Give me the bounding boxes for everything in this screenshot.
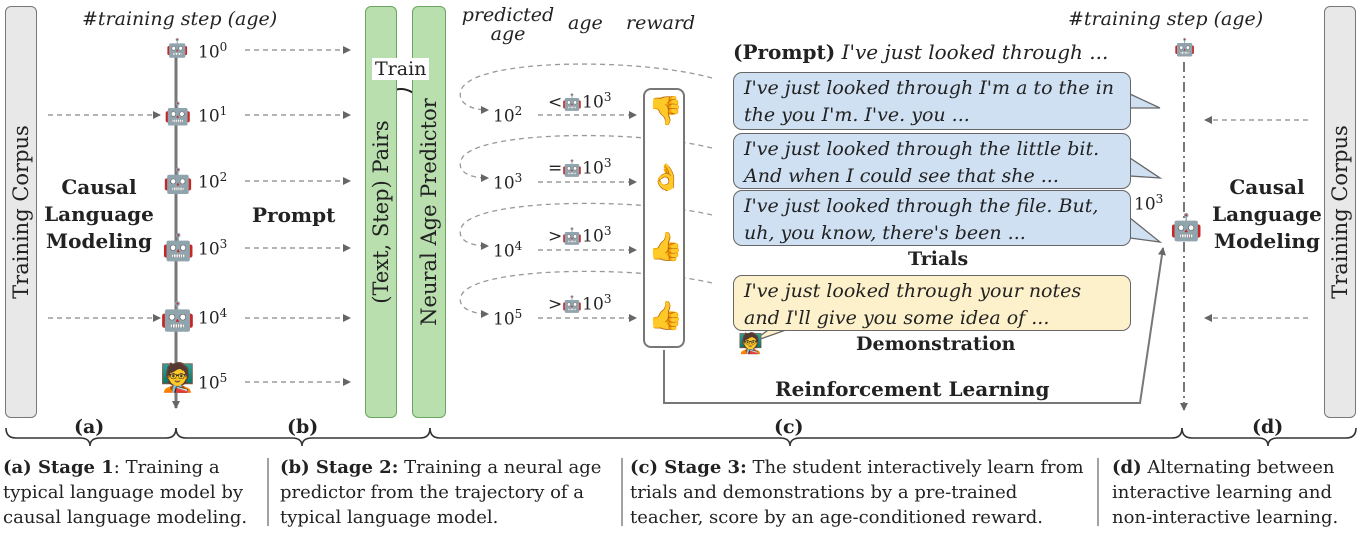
robot-icon: 🤖 xyxy=(1174,38,1196,58)
training-corpus-box-right: Training Corpus xyxy=(1324,6,1356,418)
teacher-icon: 🧑‍🏫 xyxy=(738,331,763,355)
panel-label-c: (c) xyxy=(774,416,804,438)
thumbs-up-icon: 👍 xyxy=(648,230,683,263)
trial-bubble: I've just looked through I'm a to the in… xyxy=(733,72,1131,130)
robot-icon: 🤖 xyxy=(160,300,195,333)
age-compare: >🤖103 xyxy=(548,224,612,247)
robot-icon: 🤖 xyxy=(562,158,583,178)
step-label: 105 xyxy=(198,371,228,394)
robot-icon: 🤖 xyxy=(562,92,583,112)
caption-c: (c) Stage 3: The student interactively l… xyxy=(630,457,1084,528)
reward-column xyxy=(643,88,685,348)
robot-icon: 🤖 xyxy=(1170,213,1203,243)
prompt-line: (Prompt) I've just looked through ... xyxy=(733,40,1109,64)
step-label: 102 xyxy=(198,170,228,193)
training-corpus-label-right: Training Corpus xyxy=(1328,125,1352,299)
reward-header: reward xyxy=(626,12,696,34)
trial-bubble: I've just looked through the file. But,u… xyxy=(733,190,1131,246)
rl-label: Reinforcement Learning xyxy=(775,377,1050,401)
robot-icon: 🤖 xyxy=(166,38,189,59)
prompt-label: Prompt xyxy=(252,203,336,227)
step-label: 100 xyxy=(198,40,228,63)
robot-icon: 🤖 xyxy=(162,233,195,263)
panel-label-b: (b) xyxy=(287,416,319,438)
age-header: age xyxy=(568,12,603,34)
teacher-icon: 🧑‍🏫 xyxy=(160,361,195,394)
caption-b: (b) Stage 2: Training a neural age predi… xyxy=(280,457,602,528)
axis-header-left: #training step (age) xyxy=(82,8,278,30)
age-compare: =🤖103 xyxy=(548,156,612,179)
training-corpus-label-left: Training Corpus xyxy=(9,125,33,299)
axis-header-right: #training step (age) xyxy=(1068,8,1264,30)
right-age-label: 103 xyxy=(1134,192,1164,215)
demonstration-label: Demonstration xyxy=(856,333,1016,355)
rl-arrow xyxy=(663,247,1166,404)
predictor-label: Neural Age Predictor xyxy=(417,98,441,326)
thumbs-down-icon: 👎 xyxy=(648,94,683,127)
train-label: Train xyxy=(372,58,430,80)
predicted-age-value: 104 xyxy=(493,239,523,262)
caption-d: (d) Alternating between interactive lear… xyxy=(1112,457,1339,528)
step-label: 104 xyxy=(198,306,228,329)
predicted-age-header: predicted age xyxy=(461,4,555,45)
predicted-age-value: 103 xyxy=(493,171,523,194)
training-corpus-box-left: Training Corpus xyxy=(5,6,37,418)
trial-bubble: I've just looked through the little bit.… xyxy=(733,133,1131,189)
trials-label: Trials xyxy=(908,248,969,270)
caption-a: (a) Stage 1: Training a typical language… xyxy=(3,457,248,528)
robot-icon: 🤖 xyxy=(163,167,193,195)
thumbs-up-icon: 👍 xyxy=(648,299,683,332)
panel-label-d: (d) xyxy=(1252,416,1284,438)
panel-label-a: (a) xyxy=(74,416,105,438)
step-label: 103 xyxy=(198,237,228,260)
ok-hand-icon: 👌 xyxy=(650,163,683,193)
robot-icon: 🤖 xyxy=(562,294,583,314)
predicted-age-value: 102 xyxy=(493,104,523,127)
age-compare: >🤖103 xyxy=(548,292,612,315)
pairs-label: (Text, Step) Pairs xyxy=(369,120,393,304)
robot-icon: 🤖 xyxy=(164,102,192,127)
age-compare: <🤖103 xyxy=(548,90,612,113)
predicted-age-value: 105 xyxy=(493,307,523,330)
robot-icon: 🤖 xyxy=(562,226,583,246)
step-label: 101 xyxy=(198,104,228,127)
